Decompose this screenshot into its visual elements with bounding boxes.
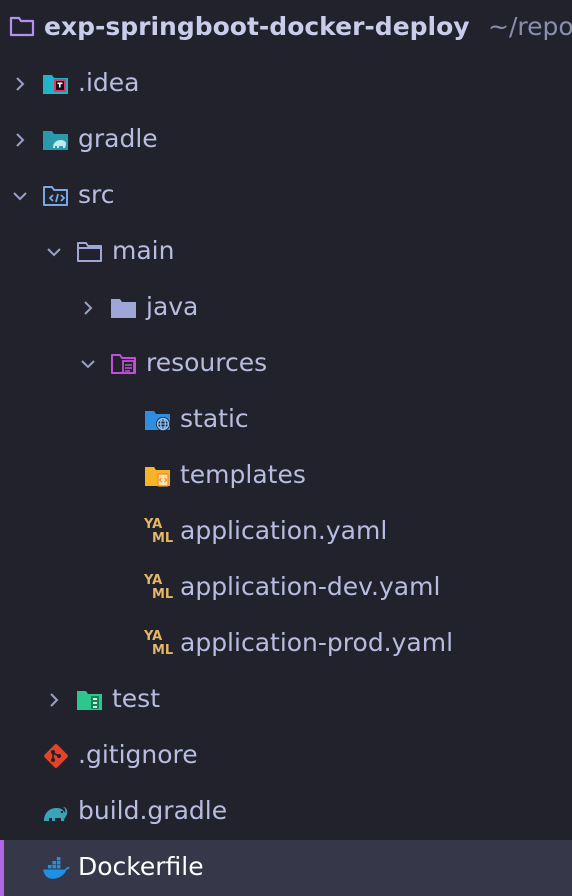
folder-root-icon (8, 12, 36, 40)
tree-item-label: templates (180, 460, 306, 489)
tree-item-label: .gitignore (78, 740, 198, 769)
intellij-folder-icon (42, 70, 70, 98)
tree-item-resources[interactable]: resources (0, 336, 572, 392)
tree-item-label: .idea (78, 68, 140, 97)
tree-item-idea[interactable]: .idea (0, 56, 572, 112)
yaml-icon: YA ML (144, 630, 174, 658)
tree-item-java[interactable]: java (0, 280, 572, 336)
tree-item-application-yaml[interactable]: YA ML application.yaml (0, 504, 572, 560)
yaml-icon-top: YA (144, 573, 163, 588)
folder-icon (110, 294, 138, 322)
yaml-icon-bottom: ML (152, 531, 174, 546)
folder-open-icon (76, 238, 104, 266)
yaml-icon: YA ML (144, 574, 174, 602)
source-folder-icon (42, 182, 70, 210)
template-folder-icon (144, 462, 172, 490)
tree-item-label: gradle (78, 124, 158, 153)
tree-root[interactable]: exp-springboot-docker-deploy ~/repo (0, 0, 572, 56)
tree-item-label: src (78, 180, 115, 209)
resources-folder-icon (110, 350, 138, 378)
chevron-right-icon[interactable] (46, 692, 62, 708)
tree-item-dockerfile[interactable]: Dockerfile (0, 840, 572, 896)
tree-item-build-gradle[interactable]: build.gradle (0, 784, 572, 840)
tree-item-src[interactable]: src (0, 168, 572, 224)
chevron-down-icon[interactable] (46, 244, 62, 260)
web-folder-icon (144, 406, 172, 434)
root-folder-name: exp-springboot-docker-deploy (44, 12, 470, 41)
tree-item-test[interactable]: test (0, 672, 572, 728)
yaml-icon-bottom: ML (152, 643, 174, 658)
yaml-icon-top: YA (144, 517, 163, 532)
chevron-right-icon[interactable] (12, 132, 28, 148)
tree-item-label: Dockerfile (78, 852, 204, 881)
yaml-icon-top: YA (144, 629, 163, 644)
tree-item-templates[interactable]: templates (0, 448, 572, 504)
tree-item-label: application-prod.yaml (180, 628, 454, 657)
tree-item-label: application-dev.yaml (180, 572, 441, 601)
chevron-down-icon[interactable] (80, 356, 96, 372)
gradle-icon (42, 798, 70, 826)
tree-item-gitignore[interactable]: .gitignore (0, 728, 572, 784)
tree-item-label: resources (146, 348, 268, 377)
tree-item-label: test (112, 684, 161, 713)
tree-item-main[interactable]: main (0, 224, 572, 280)
tree-item-application-prod-yaml[interactable]: YA ML application-prod.yaml (0, 616, 572, 672)
tree-item-static[interactable]: static (0, 392, 572, 448)
tree-item-label: java (146, 292, 199, 321)
root-folder-path: ~/repo (488, 12, 572, 41)
tree-item-label: static (180, 404, 249, 433)
yaml-icon: YA ML (144, 518, 174, 546)
tree-item-label: main (112, 236, 175, 265)
tree-item-application-dev-yaml[interactable]: YA ML application-dev.yaml (0, 560, 572, 616)
git-icon (42, 742, 70, 770)
chevron-right-icon[interactable] (80, 300, 96, 316)
gradle-folder-icon (42, 126, 70, 154)
test-folder-icon (76, 686, 104, 714)
docker-icon (42, 854, 70, 882)
tree-item-gradle[interactable]: gradle (0, 112, 572, 168)
chevron-right-icon[interactable] (12, 76, 28, 92)
tree-item-label: build.gradle (78, 796, 228, 825)
chevron-down-icon[interactable] (12, 188, 28, 204)
yaml-icon-bottom: ML (152, 587, 174, 602)
tree-item-label: application.yaml (180, 516, 388, 545)
